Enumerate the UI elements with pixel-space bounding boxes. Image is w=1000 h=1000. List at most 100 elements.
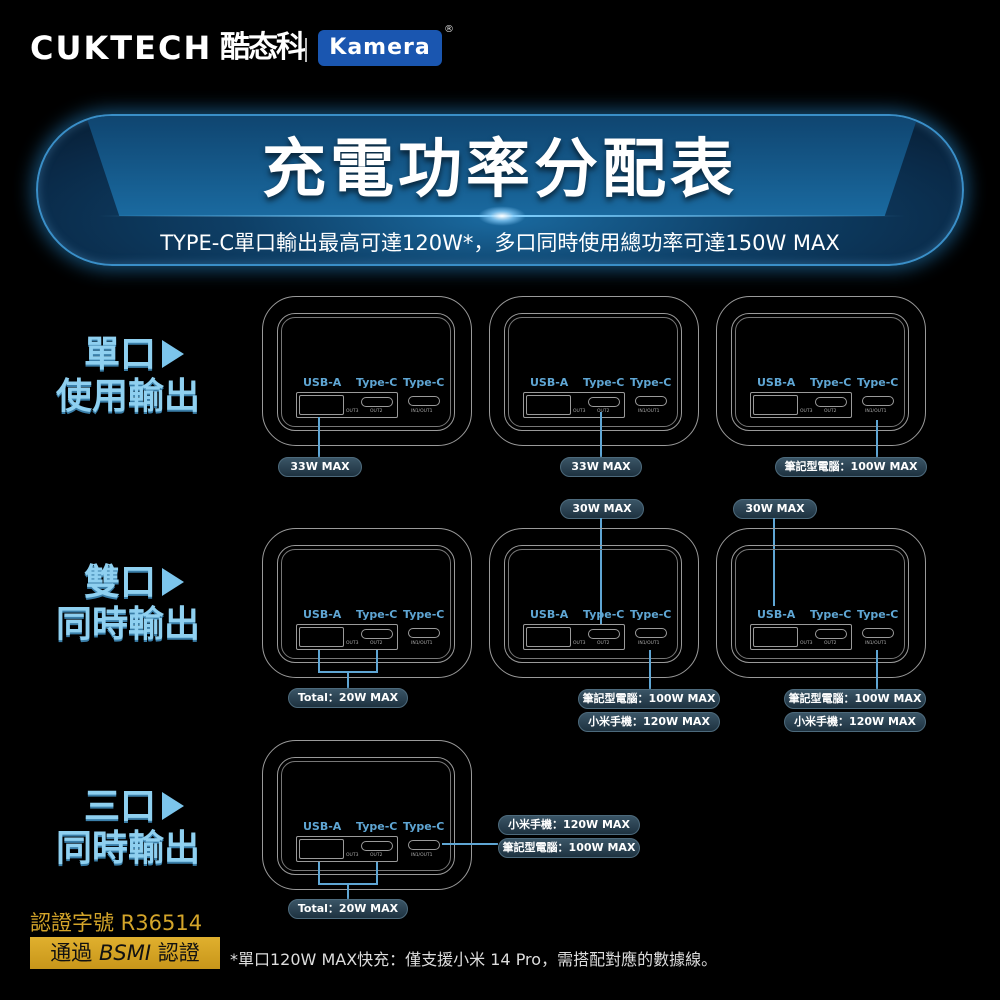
usb-a-port-icon	[753, 627, 798, 647]
play-arrow-icon	[162, 792, 185, 820]
usb-a-port-icon	[753, 395, 798, 415]
out2-label: OUT2	[824, 409, 837, 414]
connector-line	[876, 650, 878, 690]
logo-divider	[305, 38, 307, 62]
out2-label: OUT2	[370, 641, 383, 646]
type-c-out2-label: Type-C	[356, 820, 398, 833]
section-label-line1: 雙口	[84, 562, 157, 603]
power-pill: 筆記型電腦：100W MAX	[498, 838, 640, 858]
type-c-out2-label: Type-C	[810, 376, 852, 389]
title-banner: 充電功率分配表 TYPE-C單口輸出最高可達120W*，多口同時使用總功率可達1…	[36, 114, 964, 266]
section-label-triple: 三口 同時輸出	[56, 786, 236, 870]
port-group: OUT3 OUT2	[523, 392, 625, 418]
play-arrow-icon	[162, 340, 185, 368]
connector-line	[600, 412, 602, 458]
type-c-port-icon	[815, 397, 847, 407]
type-c-in1-label: Type-C	[857, 608, 899, 621]
usb-a-port-icon	[526, 627, 571, 647]
out2-label: OUT2	[370, 409, 383, 414]
type-c-out2-label: Type-C	[356, 376, 398, 389]
section-label-line1: 單口	[84, 334, 157, 375]
device-face	[504, 313, 682, 431]
type-c-port-icon	[635, 628, 667, 638]
type-c-port-icon	[862, 628, 894, 638]
usb-a-port-icon	[299, 627, 344, 647]
port-group: OUT3 OUT2	[296, 836, 398, 862]
device-face	[277, 757, 455, 875]
type-c-in1-label: Type-C	[630, 608, 672, 621]
out2-label: OUT2	[824, 641, 837, 646]
usb-a-label: USB-A	[303, 376, 342, 389]
connector-line	[876, 420, 878, 458]
type-c-port-icon	[408, 840, 440, 850]
connector-line	[376, 862, 378, 884]
registered-mark: ®	[444, 24, 454, 35]
section-label-dual: 雙口 同時輸出	[56, 562, 236, 646]
device-face	[731, 313, 909, 431]
device-face-inner	[508, 549, 678, 659]
power-pill: 33W MAX	[278, 457, 362, 477]
section-label-single: 單口 使用輸出	[56, 334, 236, 418]
device-face-inner	[508, 317, 678, 427]
device-face-inner	[281, 761, 451, 871]
in1-out1-label: IN1/OUT1	[865, 409, 887, 414]
power-pill-top: 30W MAX	[733, 499, 817, 519]
power-bank-diagram: USB-A Type-C Type-C OUT3 OUT2 IN1/OUT1	[716, 528, 926, 678]
type-c-port-icon	[862, 396, 894, 406]
type-c-port-icon	[408, 628, 440, 638]
type-c-port-icon	[361, 397, 393, 407]
usb-a-label: USB-A	[757, 608, 796, 621]
type-c-out2-label: Type-C	[810, 608, 852, 621]
type-c-port-icon	[588, 397, 620, 407]
port-group: OUT3 OUT2	[296, 624, 398, 650]
power-bank-diagram: USB-A Type-C Type-C OUT3 OUT2 IN1/OUT1	[262, 296, 472, 446]
device-face-inner	[735, 549, 905, 659]
power-pill: 筆記型電腦：100W MAX	[775, 457, 927, 477]
out2-label: OUT2	[597, 409, 610, 414]
out3-label: OUT3	[573, 641, 586, 646]
section-label-line2: 使用輸出	[56, 376, 201, 417]
out3-label: OUT3	[573, 409, 586, 414]
type-c-port-icon	[815, 629, 847, 639]
type-c-out2-label: Type-C	[356, 608, 398, 621]
connector-line	[600, 518, 602, 624]
type-c-port-icon	[635, 396, 667, 406]
type-c-in1-label: Type-C	[630, 376, 672, 389]
power-pill: 筆記型電腦：100W MAX	[578, 689, 720, 709]
power-pill: 33W MAX	[560, 457, 642, 477]
power-pill: 小米手機：120W MAX	[784, 712, 926, 732]
usb-a-port-icon	[299, 839, 344, 859]
device-face-inner	[281, 317, 451, 427]
type-c-in1-label: Type-C	[857, 376, 899, 389]
section-label-line1: 三口	[84, 786, 157, 827]
out3-label: OUT3	[346, 853, 359, 858]
page-subtitle: TYPE-C單口輸出最高可達120W*，多口同時使用總功率可達150W MAX	[160, 231, 840, 255]
device-face-inner	[735, 317, 905, 427]
kamera-logo: Kamera	[318, 30, 442, 66]
type-c-port-icon	[361, 841, 393, 851]
power-pill: 小米手機：120W MAX	[498, 815, 640, 835]
badge-text-pre: 通過	[50, 941, 99, 965]
port-group: OUT3 OUT2	[296, 392, 398, 418]
in1-out1-label: IN1/OUT1	[411, 641, 433, 646]
bsmi-badge: 通過 BSMI 認證	[30, 937, 220, 969]
usb-a-label: USB-A	[303, 820, 342, 833]
port-group: OUT3 OUT2	[750, 624, 852, 650]
power-pill: 小米手機：120W MAX	[578, 712, 720, 732]
power-bank-diagram: USB-A Type-C Type-C OUT3 OUT2 IN1/OUT1	[489, 296, 699, 446]
out3-label: OUT3	[346, 641, 359, 646]
out3-label: OUT3	[800, 409, 813, 414]
power-bank-diagram: USB-A Type-C Type-C OUT3 OUT2 IN1/OUT1	[716, 296, 926, 446]
power-bank-diagram: USB-A Type-C Type-C OUT3 OUT2 IN1/OUT1	[262, 740, 472, 890]
play-arrow-icon	[162, 568, 185, 596]
out3-label: OUT3	[800, 641, 813, 646]
section-label-line2: 同時輸出	[56, 604, 201, 645]
badge-text-bsmi: BSMI	[98, 941, 152, 965]
badge-text-post: 認證	[151, 941, 200, 965]
cuktech-logo: CUKTECH	[30, 29, 213, 67]
usb-a-label: USB-A	[530, 608, 569, 621]
power-pill: Total：20W MAX	[288, 899, 408, 919]
device-face	[504, 545, 682, 663]
connector-line	[773, 518, 775, 606]
out2-label: OUT2	[597, 641, 610, 646]
